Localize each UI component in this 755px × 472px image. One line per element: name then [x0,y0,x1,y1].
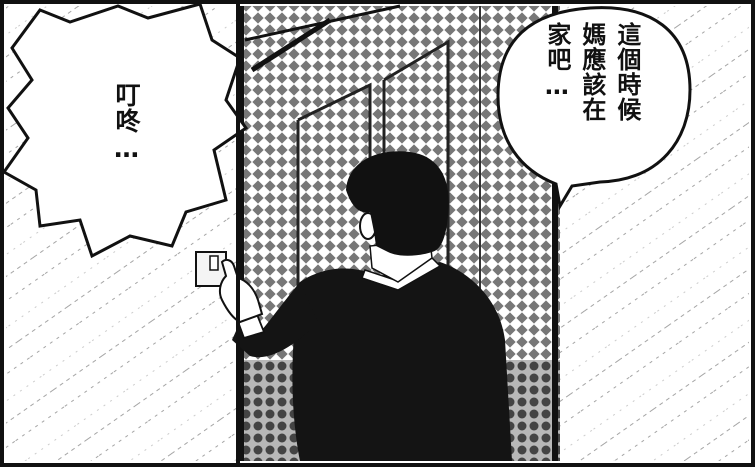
door-panel-right [382,39,450,360]
man-suit [292,262,512,461]
man-arm [232,282,318,358]
speech-line-1: 這個時候 [612,22,641,122]
doorbell-button [209,255,219,271]
man-hair [346,151,449,256]
speech-bubble [496,6,692,211]
speech-line-3: 家吧… [542,22,571,101]
doorbell-sfx-text: 叮咚… [112,82,141,164]
speech-line-2: 媽應該在 [577,22,606,122]
sfx-burst [1,2,249,259]
man-hand [218,258,264,324]
